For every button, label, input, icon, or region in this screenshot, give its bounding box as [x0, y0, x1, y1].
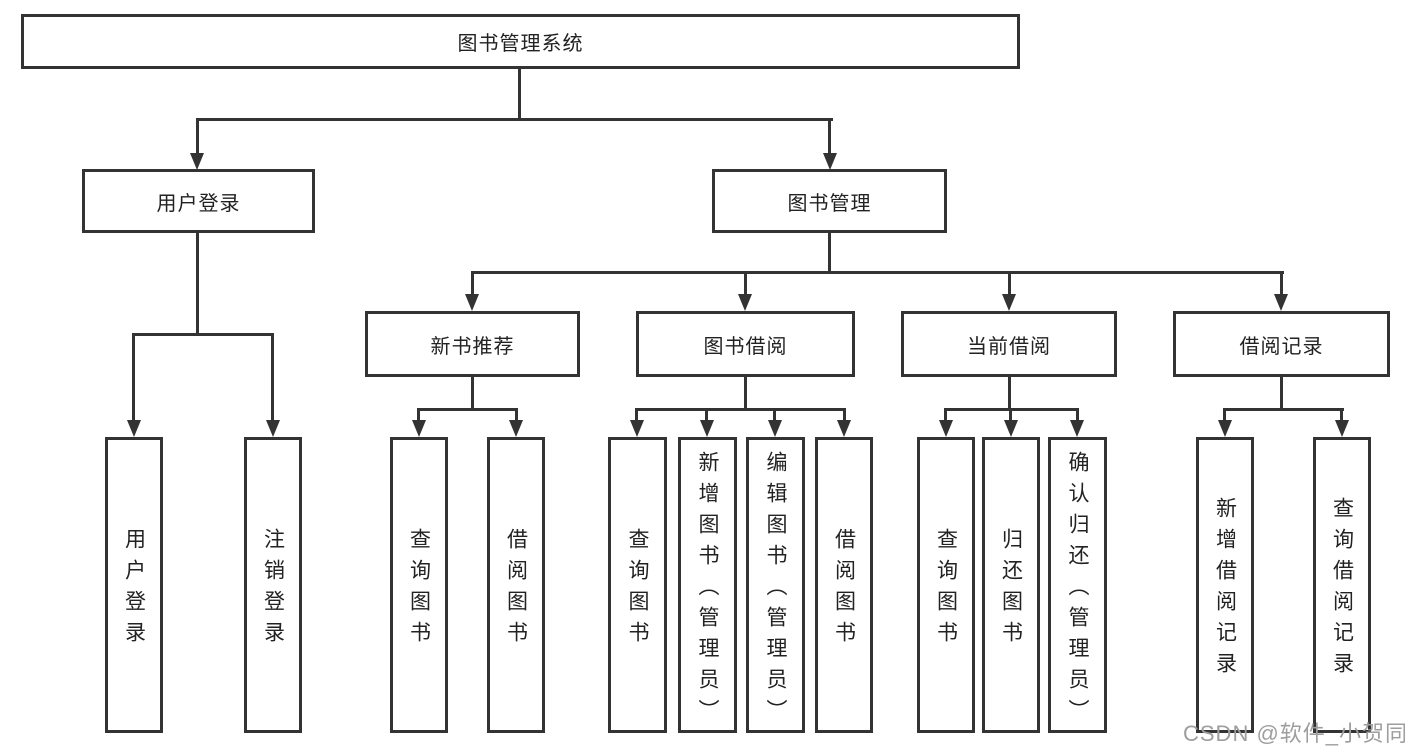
- connector-line: [843, 408, 846, 421]
- node-book-borrowing: 图书借阅: [636, 311, 855, 377]
- connector-line: [744, 271, 747, 296]
- leaf-current-query-books: 查询图书: [917, 437, 975, 733]
- connector-line: [705, 408, 708, 421]
- connector-line: [828, 118, 831, 154]
- leaf-user-login: 用户登录: [105, 437, 163, 733]
- connector-line: [1076, 408, 1079, 421]
- leaf-borrowing-borrow-books: 借阅图书: [815, 437, 873, 733]
- connector-line: [518, 68, 521, 120]
- connector-line: [1008, 377, 1011, 410]
- node-borrowing-records: 借阅记录: [1173, 311, 1390, 377]
- arrowhead-down-icon: [939, 420, 953, 437]
- connector-line: [744, 377, 747, 410]
- node-new-book-recommendation: 新书推荐: [365, 311, 580, 377]
- connector-line: [1009, 408, 1012, 421]
- connector-line: [471, 271, 1284, 274]
- arrowhead-down-icon: [1218, 420, 1232, 437]
- connector-line: [1223, 408, 1226, 421]
- connector-line: [944, 408, 947, 421]
- node-library-management-system: 图书管理系统: [21, 14, 1020, 69]
- arrowhead-down-icon: [1335, 420, 1349, 437]
- csdn-watermark: CSDN @软件_小贺同学: [1183, 721, 1405, 746]
- connector-line: [196, 118, 833, 121]
- arrowhead-down-icon: [190, 153, 204, 170]
- connector-line: [828, 232, 831, 273]
- leaf-borrowing-query-books: 查询图书: [608, 437, 667, 733]
- leaf-borrowing-edit-books-admin: 编辑图书（管理员）: [746, 437, 805, 733]
- connector-line: [132, 333, 274, 336]
- leaf-records-query-borrow-record: 查询借阅记录: [1313, 437, 1371, 733]
- arrowhead-down-icon: [768, 420, 782, 437]
- arrowhead-down-icon: [509, 420, 523, 437]
- connector-line: [635, 408, 638, 421]
- arrowhead-down-icon: [465, 294, 479, 311]
- arrowhead-down-icon: [1004, 420, 1018, 437]
- arrowhead-down-icon: [412, 420, 426, 437]
- leaf-current-confirm-return-admin: 确认归还（管理员）: [1048, 437, 1107, 733]
- arrowhead-down-icon: [837, 420, 851, 437]
- leaf-logout: 注销登录: [244, 437, 302, 733]
- connector-line: [132, 333, 135, 421]
- leaf-recommend-query-books: 查询图书: [390, 437, 448, 733]
- connector-line: [196, 118, 199, 154]
- arrowhead-down-icon: [630, 420, 644, 437]
- connector-line: [471, 377, 474, 410]
- leaf-recommend-borrow-books: 借阅图书: [487, 437, 545, 733]
- connector-line: [1340, 408, 1343, 421]
- arrowhead-down-icon: [738, 294, 752, 311]
- arrowhead-down-icon: [823, 153, 837, 170]
- arrowhead-down-icon: [1002, 294, 1016, 311]
- arrowhead-down-icon: [700, 420, 714, 437]
- connector-line: [417, 408, 518, 411]
- leaf-borrowing-add-books-admin: 新增图书（管理员）: [678, 437, 737, 733]
- arrowhead-down-icon: [1274, 294, 1288, 311]
- connector-line: [417, 408, 420, 421]
- node-current-borrowing: 当前借阅: [901, 311, 1117, 377]
- arrowhead-down-icon: [1070, 420, 1084, 437]
- connector-line: [1008, 271, 1011, 296]
- connector-line: [515, 408, 518, 421]
- arrowhead-down-icon: [266, 420, 280, 437]
- connector-line: [196, 232, 199, 335]
- connector-line: [471, 271, 474, 296]
- connector-line: [1223, 408, 1344, 411]
- leaf-current-return-books: 归还图书: [982, 437, 1040, 733]
- arrowhead-down-icon: [127, 420, 141, 437]
- connector-line: [1280, 271, 1283, 296]
- leaf-records-add-borrow-record: 新增借阅记录: [1196, 437, 1254, 733]
- node-user-login-branch: 用户登录: [82, 169, 315, 233]
- connector-line: [271, 333, 274, 421]
- connector-line: [1280, 377, 1283, 410]
- connector-line: [773, 408, 776, 421]
- connector-line: [635, 408, 846, 411]
- node-book-management: 图书管理: [712, 169, 947, 233]
